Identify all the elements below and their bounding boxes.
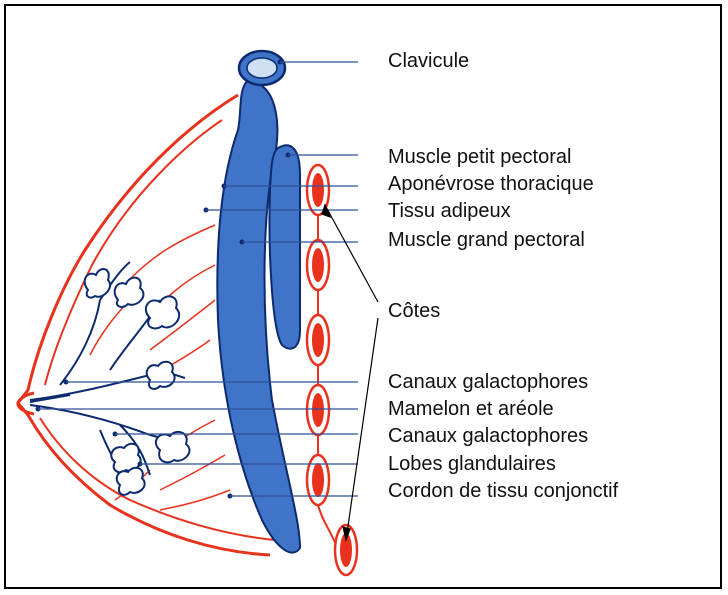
- label-muscle-petit-pectoral: Muscle petit pectoral: [388, 146, 571, 168]
- label-cotes: Côtes: [388, 300, 440, 322]
- label-canaux-galactophores-2: Canaux galactophores: [388, 425, 588, 447]
- nipple-areola-shape: [18, 393, 34, 414]
- label-mamelon-areole: Mamelon et aréole: [388, 398, 554, 420]
- cotes-pointers: [322, 205, 378, 540]
- clavicle-inner: [247, 58, 277, 78]
- label-tissu-adipeux: Tissu adipeux: [388, 200, 511, 222]
- label-cordon-tissu-conjonctif: Cordon de tissu conjonctif: [388, 480, 618, 502]
- label-muscle-grand-pectoral: Muscle grand pectoral: [388, 229, 585, 251]
- label-lobes-glandulaires: Lobes glandulaires: [388, 453, 556, 475]
- label-aponevrose-thoracique: Aponévrose thoracique: [388, 173, 594, 195]
- label-clavicule: Clavicule: [388, 50, 469, 72]
- muscle-petit-pectoral-shape: [270, 145, 301, 348]
- label-canaux-galactophores-1: Canaux galactophores: [388, 371, 588, 393]
